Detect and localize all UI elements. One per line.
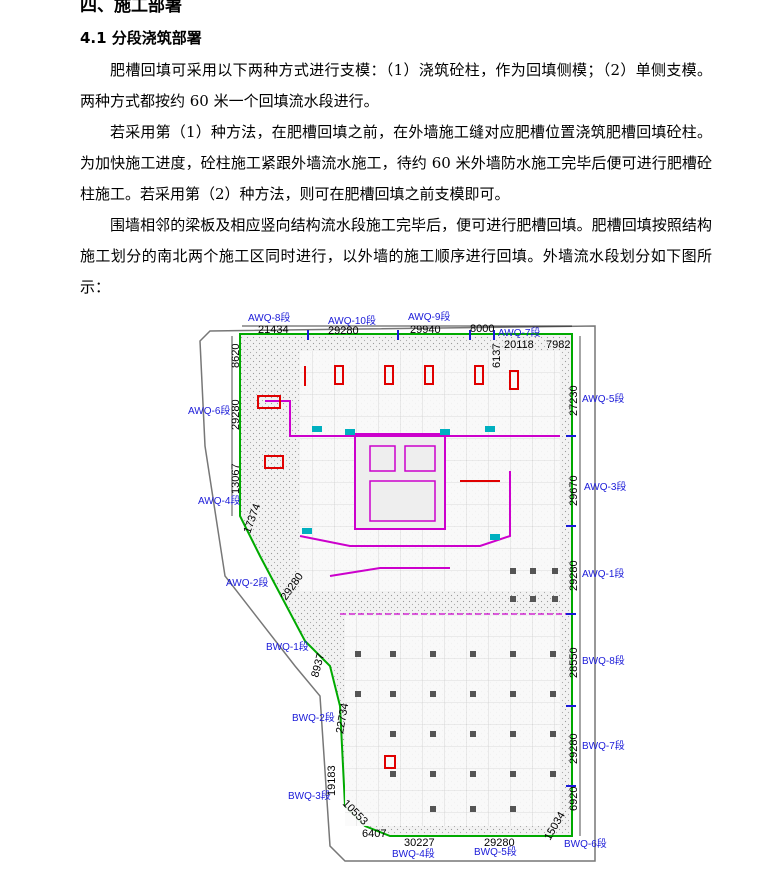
segment-ticks: [307, 330, 576, 787]
south-columns: [355, 568, 558, 812]
segment-label-bwq6: BWQ-6段: [564, 837, 607, 850]
cyan-markers: [302, 426, 500, 540]
shear-wall-outline: [265, 400, 560, 437]
core-room: [369, 445, 396, 472]
segment-label-bwq8: BWQ-8段: [582, 654, 625, 667]
paragraph-3: 围墙相邻的梁板及相应竖向结构流水段施工完毕后，便可进行肥槽回填。肥槽回填按照结构…: [80, 210, 712, 303]
segment-label-bwq1: BWQ-1段: [266, 640, 309, 653]
segment-label-awq9: AWQ-9段: [408, 310, 450, 323]
dim-29940: 29940: [410, 324, 441, 336]
segment-label-awq4: AWQ-4段: [198, 494, 240, 507]
dim-29280: 29280: [230, 399, 242, 430]
segment-label-awq2: AWQ-2段: [226, 576, 268, 589]
dim-29280: 29280: [328, 325, 359, 337]
dim-22734: 22734: [334, 702, 351, 734]
segment-label-bwq7: BWQ-7段: [582, 739, 625, 752]
core-room: [404, 445, 436, 472]
segment-label-awq7: AWQ-7段: [498, 326, 540, 339]
paragraph-1: 肥槽回填可采用以下两种方式进行支模：（1）浇筑砼柱，作为回填侧模；（2）单侧支模…: [80, 55, 712, 117]
segment-label-awq10: AWQ-10段: [328, 314, 376, 327]
core-room: [369, 480, 436, 522]
dim-7982: 7982: [546, 339, 570, 351]
section-title: 4.1 分段浇筑部署: [80, 29, 202, 47]
segment-label-awq3: AWQ-3段: [584, 480, 626, 493]
dim-6920: 6920: [568, 787, 580, 811]
dim-8937: 8937: [309, 652, 327, 679]
dim-6137: 6137: [491, 344, 503, 368]
shear-wall-outline: [329, 567, 450, 577]
paragraph-text: 围墙相邻的梁板及相应竖向结构流水段施工完毕后，便可进行肥槽回填。肥槽回填按照结构…: [80, 216, 712, 296]
segment-label-awq8: AWQ-8段: [248, 311, 290, 324]
site-boundary: [199, 325, 596, 862]
segment-label-awq5: AWQ-5段: [582, 392, 624, 405]
dim-6407: 6407: [362, 828, 386, 840]
dim-29280: 29280: [484, 837, 515, 849]
segment-label-awq1: AWQ-1段: [582, 567, 624, 580]
wall-segment-plan-drawing: AWQ-8段 AWQ-10段 AWQ-9段 AWQ-7段 AWQ-6段 AWQ-…: [188, 310, 626, 862]
chapter-heading: 四、施工部署: [80, 0, 182, 16]
paragraph-text: 肥槽回填可采用以下两种方式进行支模：（1）浇筑砼柱，作为回填侧模；（2）单侧支模…: [80, 61, 712, 110]
dim-30227: 30227: [404, 837, 435, 849]
segment-label-bwq5: BWQ-5段: [474, 845, 517, 858]
segment-label-awq6: AWQ-6段: [188, 404, 230, 417]
segment-label-bwq4: BWQ-4段: [392, 847, 435, 860]
paragraph-text: 若采用第（1）种方法，在肥槽回填之前，在外墙施工缝对应肥槽位置浇筑肥槽回填砼柱。…: [80, 123, 712, 203]
dim-27230: 27230: [568, 385, 580, 416]
dim-8620: 8620: [230, 344, 242, 368]
shear-wall-outline: [299, 471, 511, 547]
dim-29280: 29280: [568, 733, 580, 764]
south-zone-grid: [345, 616, 560, 826]
segment-label-bwq3: BWQ-3段: [288, 789, 331, 802]
dim-28550: 28550: [568, 647, 580, 678]
dimension-lines: [231, 325, 581, 836]
segment-label-bwq2: BWQ-2段: [292, 711, 335, 724]
dim-29670: 29670: [568, 475, 580, 506]
dim-19183: 19183: [326, 765, 338, 796]
red-marks: [257, 365, 519, 769]
dim-21434: 21434: [258, 324, 289, 336]
paragraph-2: 若采用第（1）种方法，在肥槽回填之前，在外墙施工缝对应肥槽位置浇筑肥槽回填砼柱。…: [80, 117, 712, 210]
dim-29280: 29280: [568, 560, 580, 591]
dim-8000: 8000: [470, 323, 494, 335]
dim-13067: 13067: [230, 463, 242, 494]
dim-20118: 20118: [504, 339, 534, 351]
